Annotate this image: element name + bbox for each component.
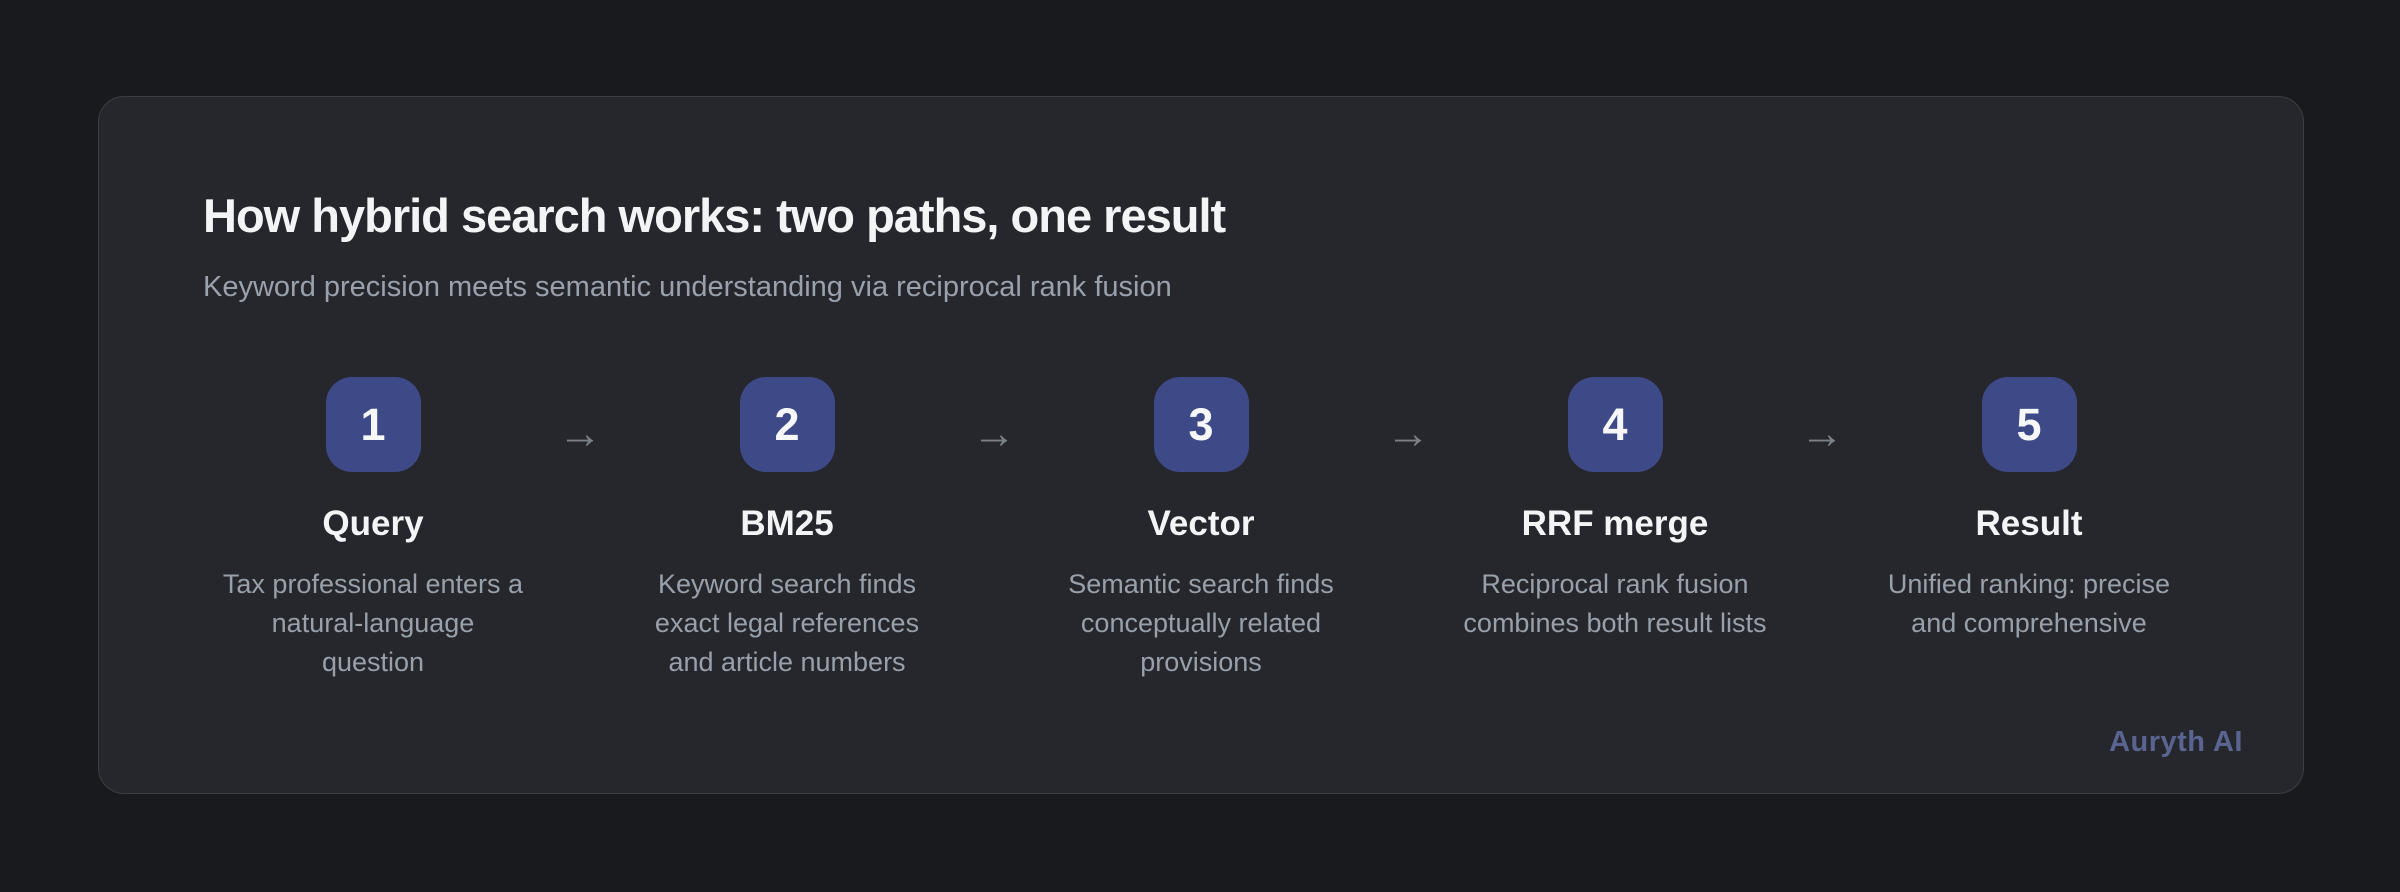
step-column-vector: 3 Vector Semantic search finds conceptua…: [994, 377, 1408, 682]
info-card: How hybrid search works: two paths, one …: [98, 96, 2304, 794]
step-column-bm25: 2 BM25 Keyword search finds exact legal …: [580, 377, 994, 682]
brand-watermark: Auryth AI: [2109, 726, 2243, 758]
process-flow-row: 1 Query Tax professional enters a natura…: [166, 377, 2236, 682]
step-description: Keyword search finds exact legal referen…: [654, 569, 920, 677]
step-title: RRF merge: [1521, 504, 1709, 543]
step-description: Semantic search finds conceptually relat…: [1068, 569, 1334, 677]
step-title: Query: [322, 504, 424, 543]
step-title: Result: [1975, 504, 2083, 543]
step-description: Tax professional enters a natural-langua…: [222, 569, 524, 677]
step-number: 5: [2016, 398, 2042, 450]
step-badge: 2: [739, 377, 835, 472]
step-description: Reciprocal rank fusion combines both res…: [1463, 569, 1767, 638]
step-number: 1: [360, 398, 386, 450]
step-description: Unified ranking: precise and comprehensi…: [1887, 569, 2171, 638]
step-badge: 5: [1981, 377, 2077, 472]
step-badge: 4: [1567, 377, 1663, 472]
step-badge: 1: [325, 377, 421, 472]
page-subtitle: Keyword precision meets semantic underst…: [203, 271, 1172, 303]
step-column-query: 1 Query Tax professional enters a natura…: [166, 377, 580, 682]
step-title: BM25: [740, 504, 834, 543]
right-arrow-icon: →: [558, 409, 602, 458]
right-arrow-icon: →: [1386, 409, 1430, 458]
step-number: 4: [1602, 398, 1628, 450]
step-column-result: 5 Result Unified ranking: precise and co…: [1822, 377, 2236, 682]
step-badge: 3: [1153, 377, 1249, 472]
step-number: 3: [1188, 398, 1214, 450]
right-arrow-icon: →: [972, 409, 1016, 458]
step-title: Vector: [1147, 504, 1255, 543]
right-arrow-icon: →: [1800, 409, 1844, 458]
page-title: How hybrid search works: two paths, one …: [203, 189, 1226, 242]
step-column-rrf-merge: 4 RRF merge Reciprocal rank fusion combi…: [1408, 377, 1822, 682]
step-number: 2: [774, 398, 800, 450]
